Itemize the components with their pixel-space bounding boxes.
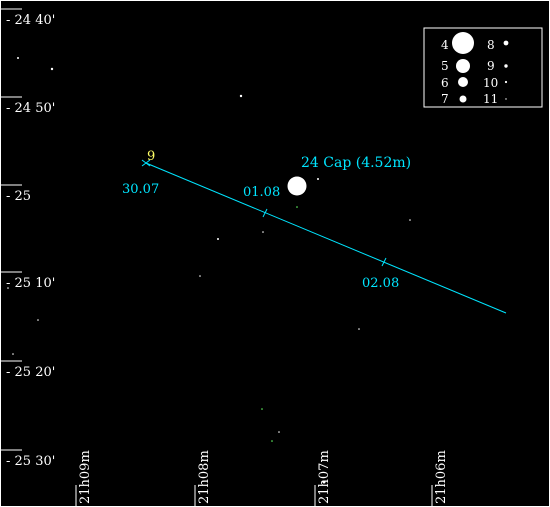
track-date-label: 30.07 <box>122 182 159 197</box>
track-date-label: 01.08 <box>243 185 280 200</box>
star <box>17 57 19 59</box>
track-tick <box>381 257 387 267</box>
legend-star <box>452 32 474 54</box>
star-24-cap <box>287 176 307 196</box>
legend-star <box>504 80 508 84</box>
ra-label: 21h07m <box>317 450 332 504</box>
star <box>217 238 219 240</box>
dec-label: - 25 30' <box>6 454 55 469</box>
track-line <box>145 162 507 314</box>
star <box>50 67 54 71</box>
star <box>12 353 14 355</box>
legend-mag-label: 5 <box>441 59 449 73</box>
legend-mag-label: 10 <box>483 76 498 90</box>
star <box>7 287 9 289</box>
legend-star <box>503 40 509 46</box>
legend-mag-label: 9 <box>487 59 495 73</box>
star <box>322 480 326 484</box>
dec-label: - 25 <box>6 189 31 204</box>
track-start-marker <box>141 159 151 167</box>
object-track: 9 30.07 01.08 02.08 <box>122 149 507 314</box>
star <box>199 275 201 277</box>
legend-star <box>505 98 507 100</box>
dec-label: - 24 50' <box>6 101 55 116</box>
star-field <box>7 57 411 484</box>
star <box>409 219 411 221</box>
star <box>296 206 298 208</box>
ra-axis: 21h09m 21h08m 21h07m 21h06m <box>75 450 449 507</box>
legend-star <box>458 77 468 87</box>
track-date-label: 02.08 <box>362 276 399 291</box>
star <box>37 319 39 321</box>
star <box>262 231 264 233</box>
magnitude-legend: 4 5 6 7 8 9 10 11 <box>423 27 543 108</box>
ra-label: 21h06m <box>434 450 449 504</box>
dec-label: - 24 40' <box>6 13 55 28</box>
ra-label: 21h08m <box>197 450 212 504</box>
star-24-cap-label: 24 Cap (4.52m) <box>301 155 411 171</box>
dec-axis: - 24 40' - 24 50' - 25 - 25 10' - 25 20'… <box>0 8 55 469</box>
object-number-label: 9 <box>147 149 155 164</box>
start-marker-stroke <box>141 159 151 167</box>
legend-mag-label: 11 <box>483 92 498 106</box>
star <box>317 178 319 180</box>
star <box>358 328 360 330</box>
star <box>261 408 263 410</box>
dec-label: - 25 10' <box>6 276 55 291</box>
track-tick <box>262 208 268 218</box>
legend-star <box>504 64 508 68</box>
star <box>271 440 273 442</box>
star <box>239 94 243 98</box>
legend-mag-label: 4 <box>441 38 449 52</box>
legend-box <box>423 27 543 108</box>
dec-label: - 25 20' <box>6 365 55 380</box>
legend-star <box>459 95 467 103</box>
legend-star <box>456 59 470 73</box>
legend-mag-label: 6 <box>441 76 449 90</box>
legend-mag-label: 7 <box>441 92 449 106</box>
legend-mag-label: 8 <box>487 38 495 52</box>
ra-label: 21h09m <box>78 450 93 504</box>
star <box>278 431 280 433</box>
